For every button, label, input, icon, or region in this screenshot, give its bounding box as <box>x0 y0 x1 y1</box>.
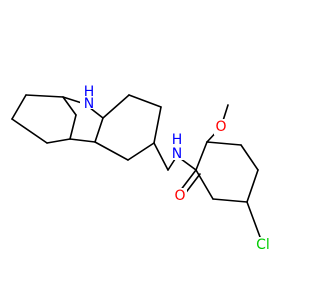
carbonyl-single-bond-19 <box>179 169 197 192</box>
amide-n-label: N <box>172 146 182 162</box>
chlorine-label-bg <box>252 237 274 253</box>
indole-nh-n-label: N <box>84 96 94 112</box>
atom-label-layer: H N H N O O Cl <box>80 84 274 253</box>
nh-label-bg <box>80 91 98 109</box>
ring-bond-5 <box>46 138 71 144</box>
benzene-bond-11 <box>102 94 130 119</box>
carbonyl-o-label-bg <box>173 188 187 204</box>
benzene-bond-13 <box>153 106 162 144</box>
amide-nh-label-bg <box>168 140 186 160</box>
methylene-bond-16 <box>153 142 169 171</box>
molecule-structure-diagram: H N H N O O Cl <box>11 84 274 253</box>
benzene-bond-12 <box>128 94 162 108</box>
methoxy-oxygen-label: O <box>215 119 226 135</box>
aryl-bond-24 <box>246 169 259 203</box>
pyrrole-bond-10 <box>69 138 96 143</box>
benzene-bond-14 <box>127 142 155 161</box>
aryl-bond-22 <box>206 141 242 146</box>
carbonyl-oxygen-label: O <box>174 188 185 204</box>
indole-nh-h-label: H <box>84 84 95 100</box>
methoxy-o-label-bg <box>214 119 228 135</box>
bond-layer <box>11 94 264 246</box>
aryl-bond-26 <box>195 169 214 200</box>
molecule-canvas: H N H N O O Cl <box>11 84 274 253</box>
aryl-bond-21 <box>195 141 208 171</box>
ring-bond-1 <box>11 94 27 120</box>
ring-bond-6 <box>11 118 48 144</box>
ring-bond-2 <box>25 94 64 98</box>
amide-h-label: H <box>172 132 183 148</box>
aryl-bond-23 <box>240 144 259 171</box>
aryl-bond-25 <box>212 198 248 203</box>
benzene-bond-15 <box>94 141 129 161</box>
pyrrole-bond-9 <box>94 117 104 143</box>
ring-bond-3 <box>62 96 77 116</box>
ring-bond-4 <box>69 114 77 140</box>
chlorine-label: Cl <box>256 237 270 253</box>
